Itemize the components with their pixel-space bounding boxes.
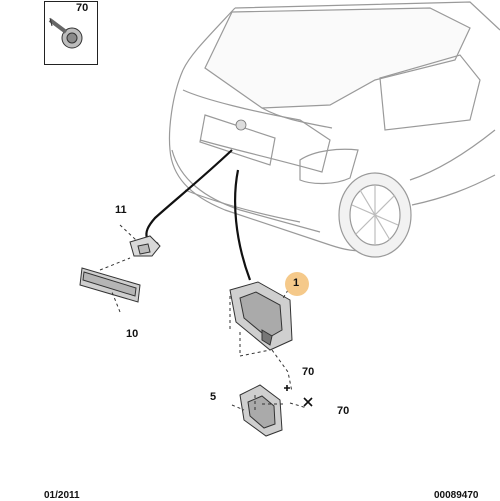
footer-date: 01/2011 [44, 490, 80, 501]
handle-part [79, 267, 141, 303]
car-badge [235, 119, 247, 131]
handle-switch-part [129, 235, 161, 257]
lock-part [229, 281, 293, 351]
inset-frame [44, 1, 98, 65]
callout-striker: 5 [210, 391, 217, 403]
striker-part [239, 384, 283, 437]
callout-screw-lock: 70 [302, 366, 315, 378]
callout-lock: 1 [293, 277, 300, 289]
callout-handle: 10 [126, 328, 139, 340]
callout-handle-switch: 11 [115, 204, 127, 216]
footer-reference: 00089470 [434, 490, 479, 501]
callout-screw-striker: 70 [337, 405, 350, 417]
callout-circle-1 [285, 272, 309, 296]
car-rear-illustration [168, 1, 500, 258]
leader-lines [99, 224, 308, 411]
cable-lines [145, 149, 252, 281]
inset-part-number: 70 [76, 2, 89, 14]
screw-markers [284, 385, 313, 407]
screw-illustration [48, 17, 83, 49]
